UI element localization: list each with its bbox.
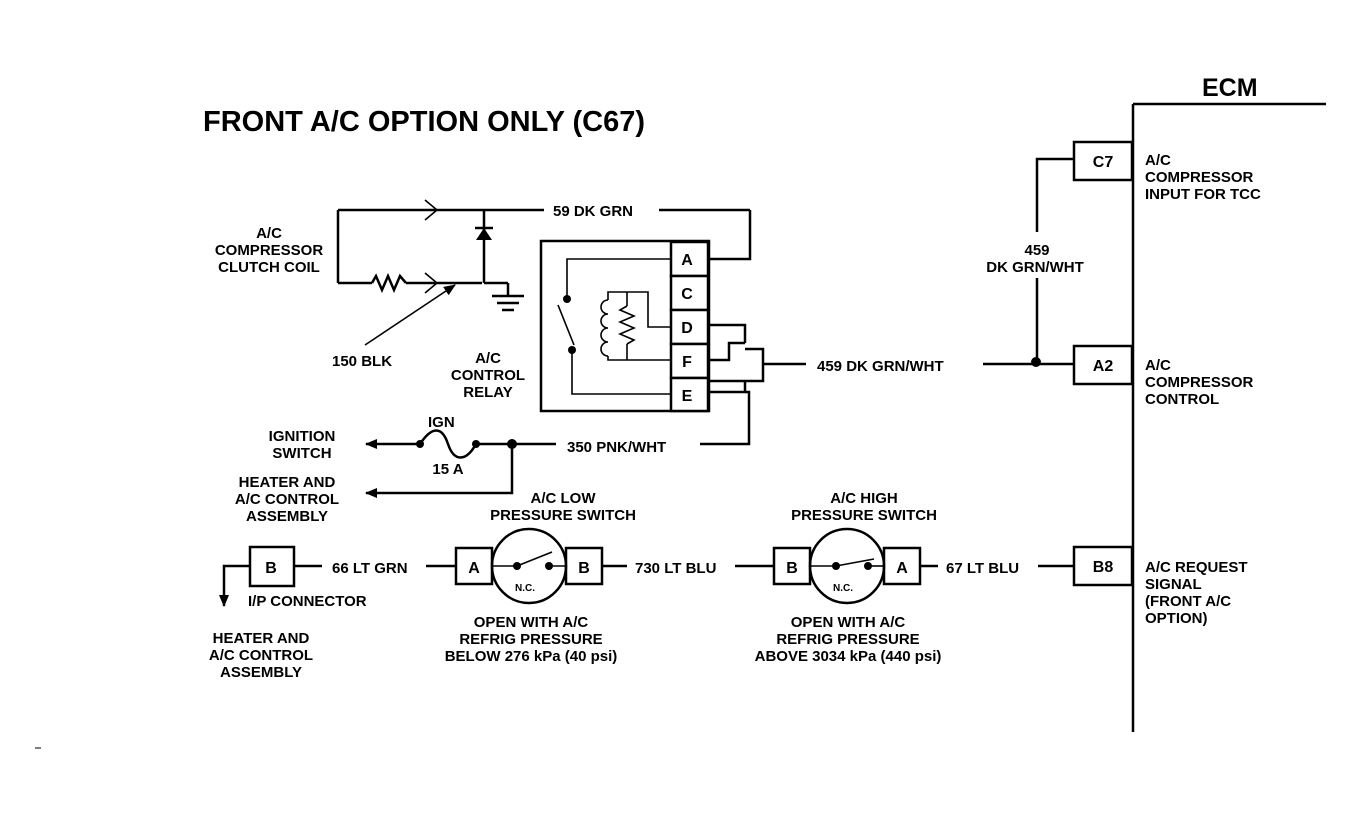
low-switch-pin-a: A	[468, 560, 480, 577]
ecm-module: ECM	[1131, 74, 1326, 732]
svg-text:A/C CONTROL: A/C CONTROL	[209, 647, 313, 664]
ign-fuse: IGN 15 A	[365, 414, 520, 498]
low-switch-note: OPEN WITH A/C REFRIG PRESSURE BELOW 276 …	[445, 614, 618, 665]
svg-text:OPEN WITH A/C: OPEN WITH A/C	[474, 614, 589, 631]
wire-59-label: 59 DK GRN	[553, 203, 633, 220]
svg-text:A/C: A/C	[475, 350, 501, 367]
svg-text:COMPRESSOR: COMPRESSOR	[1145, 374, 1254, 391]
relay-pin-f: F	[682, 354, 692, 371]
ip-connector-pin: B	[265, 560, 277, 577]
svg-text:ASSEMBLY: ASSEMBLY	[246, 508, 328, 525]
wire-67: 67 LT BLU	[920, 560, 1074, 577]
svg-text:OPEN WITH A/C: OPEN WITH A/C	[791, 614, 906, 631]
ecm-pin-b8-description: A/C REQUEST SIGNAL (FRONT A/C OPTION)	[1145, 559, 1248, 627]
svg-text:A/C: A/C	[1145, 152, 1171, 169]
ecm-pin-b8-label: B8	[1093, 559, 1114, 576]
wire-66: 66 LT GRN	[294, 560, 456, 577]
splice-dot	[1031, 357, 1041, 367]
wire-459: 459 DK GRN/WHT	[763, 358, 1074, 375]
compressor-clutch-coil: 150 BLK	[332, 199, 544, 370]
relay-pin-a: A	[681, 252, 693, 269]
svg-text:SWITCH: SWITCH	[272, 445, 331, 462]
svg-text:HEATER AND: HEATER AND	[213, 630, 310, 647]
low-pressure-switch: A B N.C.	[454, 527, 604, 605]
low-switch-nc: N.C.	[515, 583, 535, 594]
ac-control-relay: A C D F E	[539, 239, 711, 413]
svg-text:SIGNAL: SIGNAL	[1145, 576, 1202, 593]
wire-459-number: 459	[1024, 242, 1049, 259]
wire-730-label: 730 LT BLU	[635, 560, 716, 577]
relay-pin-c: C	[681, 286, 693, 303]
relay-pin-d: D	[681, 320, 693, 337]
svg-text:REFRIG PRESSURE: REFRIG PRESSURE	[459, 631, 602, 648]
ecm-pin-c7-label: C7	[1093, 154, 1114, 171]
svg-text:CONTROL: CONTROL	[1145, 391, 1219, 408]
svg-text:A/C CONTROL: A/C CONTROL	[235, 491, 339, 508]
ecm-pin-b8: B8	[1072, 545, 1134, 587]
svg-text:HEATER AND: HEATER AND	[239, 474, 336, 491]
wire-150-label: 150 BLK	[332, 353, 392, 370]
svg-text:(FRONT A/C: (FRONT A/C	[1145, 593, 1231, 610]
low-switch-pin-b: B	[578, 560, 590, 577]
svg-text:INPUT FOR TCC: INPUT FOR TCC	[1145, 186, 1261, 203]
wire-59: 59 DK GRN	[553, 203, 752, 261]
svg-text:PRESSURE SWITCH: PRESSURE SWITCH	[791, 507, 937, 524]
ip-connector-label: I/P CONNECTOR	[248, 593, 367, 610]
wire-459-color: DK GRN/WHT	[986, 259, 1084, 276]
ecm-label: ECM	[1202, 74, 1258, 102]
wire-67-label: 67 LT BLU	[946, 560, 1019, 577]
wire-66-label: 66 LT GRN	[332, 560, 408, 577]
svg-text:IGNITION: IGNITION	[269, 428, 336, 445]
svg-text:CLUTCH COIL: CLUTCH COIL	[218, 259, 320, 276]
relay-pin-e: E	[682, 388, 693, 405]
heater-control-assembly-bottom-label: HEATER AND A/C CONTROL ASSEMBLY	[209, 630, 313, 681]
fuse-rating: 15 A	[432, 461, 463, 478]
svg-text:COMPRESSOR: COMPRESSOR	[1145, 169, 1254, 186]
ip-connector: B I/P CONNECTOR	[219, 545, 367, 610]
wire-459-branch: 459 DK GRN/WHT	[986, 157, 1084, 367]
high-switch-note: OPEN WITH A/C REFRIG PRESSURE ABOVE 3034…	[755, 614, 942, 665]
wire-350-label: 350 PNK/WHT	[567, 439, 666, 456]
high-switch-pin-a: A	[896, 560, 908, 577]
ecm-pin-c7: C7	[1072, 140, 1134, 182]
svg-text:OPTION): OPTION)	[1145, 610, 1208, 627]
svg-text:COMPRESSOR: COMPRESSOR	[215, 242, 324, 259]
diagram-title: FRONT A/C OPTION ONLY (C67)	[203, 106, 645, 138]
high-switch-pin-b: B	[786, 560, 798, 577]
heater-control-assembly-top-label: HEATER AND A/C CONTROL ASSEMBLY	[235, 474, 339, 525]
ecm-pin-a2-label: A2	[1093, 358, 1114, 375]
svg-text:ASSEMBLY: ASSEMBLY	[220, 664, 302, 681]
svg-text:A/C HIGH: A/C HIGH	[830, 490, 898, 507]
svg-text:A/C REQUEST: A/C REQUEST	[1145, 559, 1248, 576]
svg-text:A/C: A/C	[256, 225, 282, 242]
svg-text:A/C: A/C	[1145, 357, 1171, 374]
svg-text:CONTROL: CONTROL	[451, 367, 525, 384]
svg-text:ABOVE 3034 kPa (440 psi): ABOVE 3034 kPa (440 psi)	[755, 648, 942, 665]
svg-text:PRESSURE SWITCH: PRESSURE SWITCH	[490, 507, 636, 524]
svg-text:RELAY: RELAY	[463, 384, 512, 401]
fuse-name: IGN	[428, 414, 455, 431]
wire-730: 730 LT BLU	[602, 560, 774, 577]
svg-text:REFRIG PRESSURE: REFRIG PRESSURE	[776, 631, 919, 648]
svg-text:BELOW 276 kPa (40 psi): BELOW 276 kPa (40 psi)	[445, 648, 618, 665]
ecm-pin-a2-description: A/C COMPRESSOR CONTROL	[1145, 357, 1254, 408]
relay-label: A/C CONTROL RELAY	[451, 350, 525, 401]
high-pressure-switch: B A N.C.	[772, 527, 922, 605]
svg-text:A/C LOW: A/C LOW	[531, 490, 597, 507]
ecm-pin-c7-description: A/C COMPRESSOR INPUT FOR TCC	[1145, 152, 1261, 203]
compressor-clutch-coil-label: A/C COMPRESSOR CLUTCH COIL	[215, 225, 324, 276]
wire-459-label: 459 DK GRN/WHT	[817, 358, 944, 375]
low-switch-title: A/C LOW PRESSURE SWITCH	[490, 490, 636, 524]
high-switch-nc: N.C.	[833, 583, 853, 594]
ignition-switch-label: IGNITION SWITCH	[269, 428, 336, 462]
high-switch-title: A/C HIGH PRESSURE SWITCH	[791, 490, 937, 524]
ecm-pin-a2: A2	[1072, 344, 1134, 386]
wire-350: 350 PNK/WHT	[520, 439, 666, 456]
